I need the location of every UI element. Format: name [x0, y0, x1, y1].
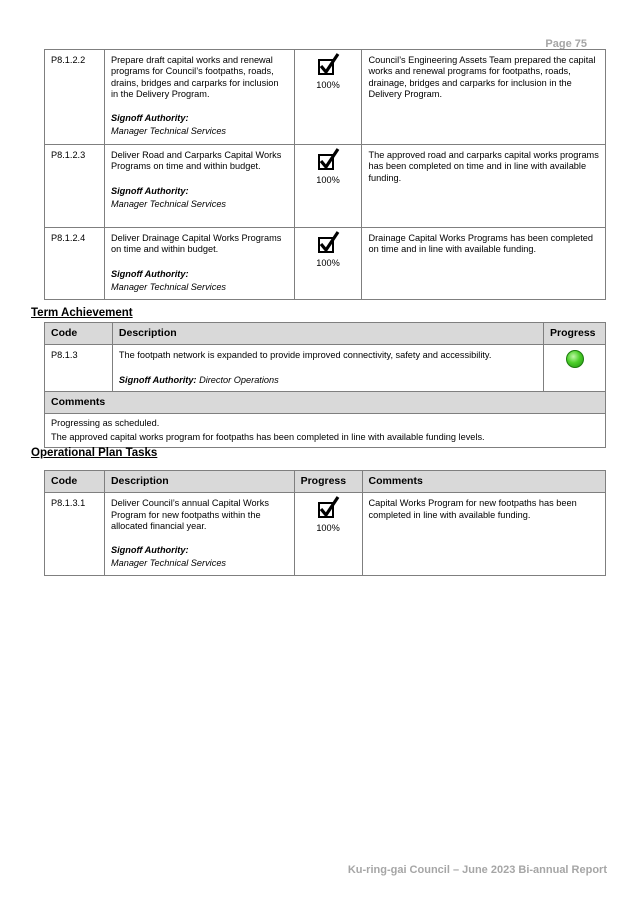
signoff-name: Manager Technical Services: [110, 281, 227, 292]
task-code: P8.1.2.4: [44, 227, 105, 300]
task-code: P8.1.2.2: [44, 49, 105, 145]
signoff-label: Signoff Authority:: [118, 374, 197, 385]
task-progress-cell: 100%: [293, 227, 363, 300]
task-description-cell: Prepare draft capital works and renewal …: [103, 49, 295, 145]
comment-line: Progressing as scheduled.: [51, 418, 160, 429]
task-comment: Drainage Capital Works Programs has been…: [361, 227, 606, 300]
operational-plan-heading: Operational Plan Tasks: [31, 447, 158, 459]
signoff-name: Manager Technical Services: [110, 126, 227, 137]
task-description-cell: Deliver Council’s annual Capital Works P…: [103, 492, 295, 576]
task-description-cell: Deliver Drainage Capital Works Programs …: [103, 227, 295, 300]
table-row: P8.1.2.3 Deliver Road and Carparks Capit…: [44, 144, 606, 228]
achievement-progress-cell: [543, 344, 606, 392]
task-progress-cell: 100%: [293, 492, 363, 576]
checkbox-checked-icon: [301, 496, 356, 520]
column-header-comments: Comments: [361, 469, 607, 494]
column-header-code: Code: [44, 321, 113, 346]
task-code: P8.1.2.3: [44, 144, 105, 228]
comments-cell: Progressing as scheduled. The approved c…: [44, 413, 606, 448]
signoff-label: Signoff Authority:: [110, 185, 189, 196]
task-description: Deliver Road and Carparks Capital Works …: [110, 150, 282, 172]
table-row: P8.1.2.2 Prepare draft capital works and…: [44, 49, 606, 145]
achievement-code: P8.1.3: [44, 344, 113, 392]
task-code: P8.1.3.1: [44, 492, 105, 576]
capital-works-tasks-table: P8.1.2.2 Prepare draft capital works and…: [44, 49, 606, 300]
progress-percent: 100%: [316, 80, 340, 90]
report-footer: Ku-ring-gai Council – June 2023 Bi-annua…: [347, 864, 607, 876]
comments-header: Comments: [44, 390, 606, 415]
task-progress-cell: 100%: [293, 49, 363, 145]
task-comment: Capital Works Program for new footpaths …: [361, 492, 607, 576]
column-header-progress: Progress: [293, 469, 363, 494]
signoff-label: Signoff Authority:: [110, 545, 189, 556]
checkbox-checked-icon: [301, 53, 356, 77]
table-row: P8.1.3.1 Deliver Council’s annual Capita…: [44, 492, 607, 576]
comments-header-row: Comments: [44, 390, 606, 415]
task-description: Prepare draft capital works and renewal …: [110, 55, 279, 99]
column-header-code: Code: [44, 469, 105, 494]
task-comment: Council’s Engineering Assets Team prepar…: [361, 49, 606, 145]
task-description-cell: Deliver Road and Carparks Capital Works …: [103, 144, 295, 228]
signoff-label: Signoff Authority:: [110, 113, 189, 124]
table-row: P8.1.3 The footpath network is expanded …: [44, 344, 606, 392]
term-achievement-table: Code Description Progress P8.1.3 The foo…: [44, 321, 606, 448]
task-comment: The approved road and carparks capital w…: [361, 144, 606, 228]
task-progress-cell: 100%: [293, 144, 363, 228]
achievement-description-cell: The footpath network is expanded to prov…: [111, 344, 545, 392]
signoff-name: Manager Technical Services: [110, 198, 227, 209]
column-header-progress: Progress: [543, 321, 606, 346]
progress-percent: 100%: [316, 523, 340, 534]
achievement-description: The footpath network is expanded to prov…: [118, 350, 492, 361]
signoff-name: Director Operations: [199, 374, 279, 385]
comments-row: Progressing as scheduled. The approved c…: [44, 413, 606, 448]
task-description: Deliver Drainage Capital Works Programs …: [110, 233, 282, 255]
page-number: Page 75: [545, 38, 587, 50]
table-header-row: Code Description Progress: [44, 321, 606, 346]
checkbox-checked-icon: [301, 148, 356, 172]
column-header-description: Description: [111, 321, 545, 346]
table-row: P8.1.2.4 Deliver Drainage Capital Works …: [44, 227, 606, 300]
signoff-name: Manager Technical Services: [110, 558, 227, 569]
progress-percent: 100%: [316, 258, 340, 268]
signoff-line: Signoff Authority: Director Operations: [119, 375, 537, 386]
column-header-description: Description: [103, 469, 295, 494]
task-description: Deliver Council’s annual Capital Works P…: [110, 498, 269, 531]
term-achievement-heading: Term Achievement: [31, 307, 133, 319]
table-header-row: Code Description Progress Comments: [44, 469, 607, 494]
signoff-label: Signoff Authority:: [110, 268, 189, 279]
operational-plan-table: Code Description Progress Comments P8.1.…: [44, 469, 607, 576]
green-status-light-icon: [565, 350, 584, 369]
comment-line: The approved capital works program for f…: [51, 432, 485, 443]
checkbox-checked-icon: [301, 231, 356, 255]
progress-percent: 100%: [316, 175, 340, 185]
